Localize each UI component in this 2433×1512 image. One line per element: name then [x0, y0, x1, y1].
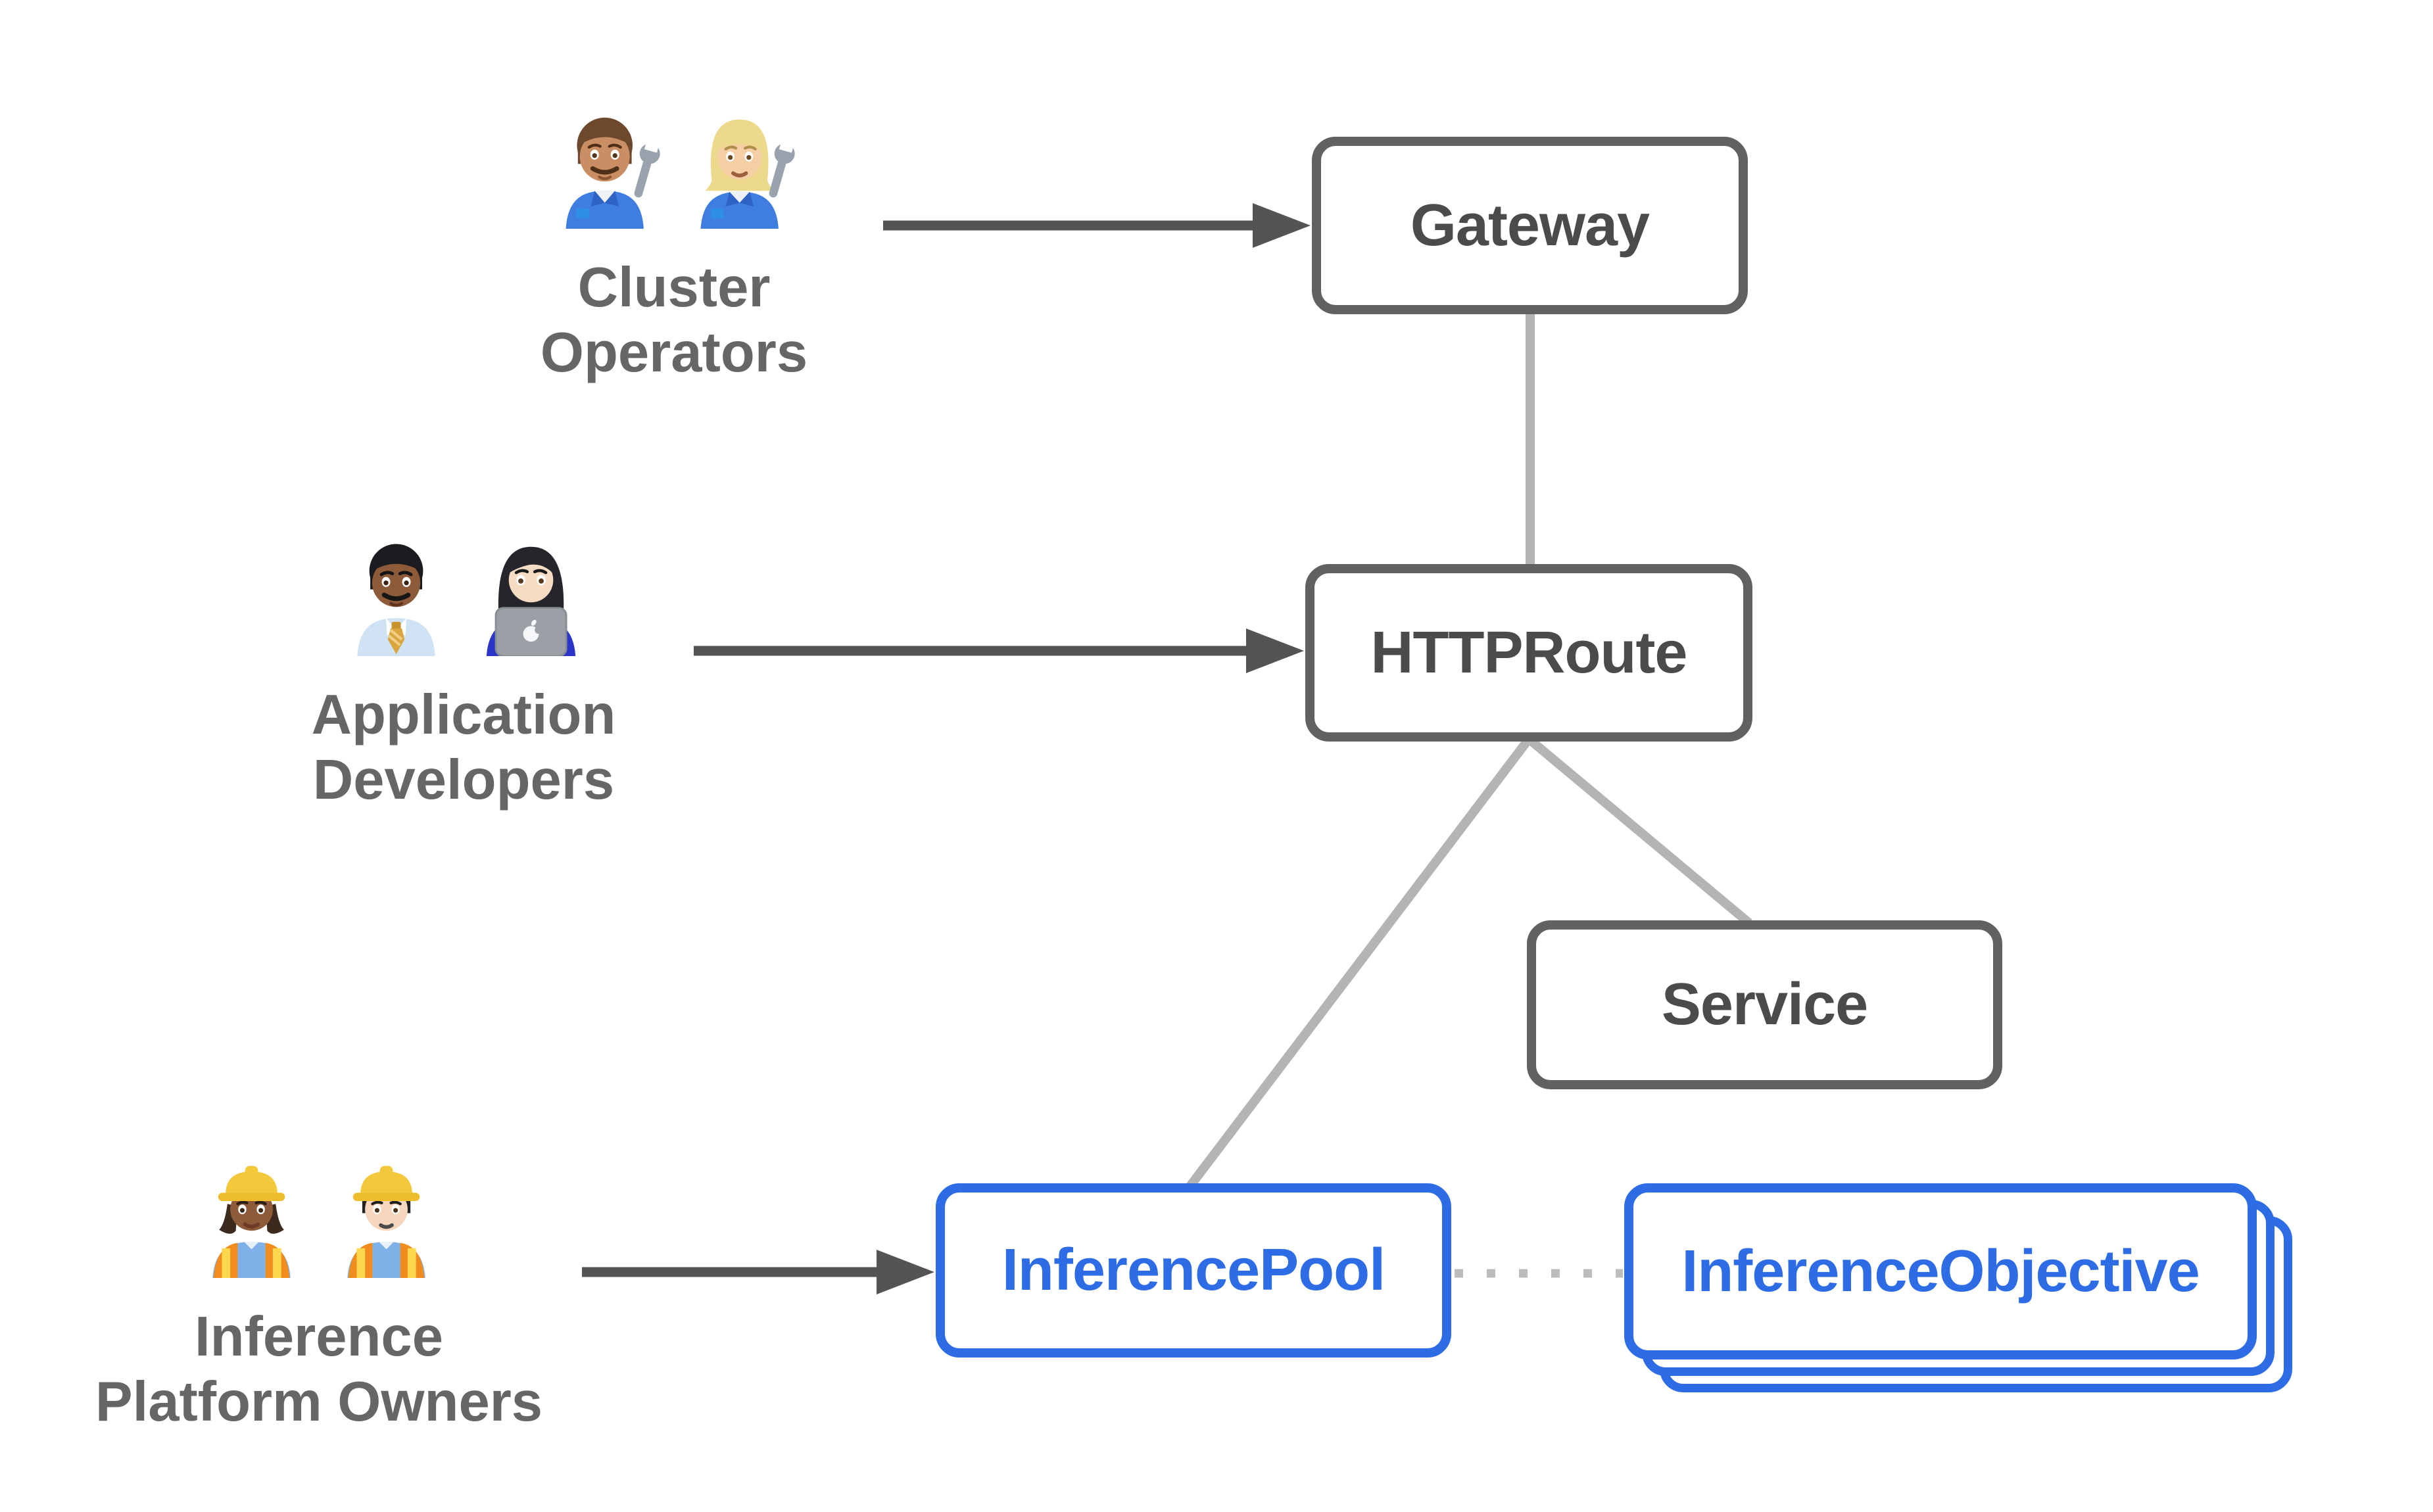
inferenceobjective-label: InferenceObjective	[1681, 1238, 2200, 1304]
node-service: Service	[1527, 920, 2002, 1089]
man-mechanic-emoji	[551, 106, 662, 229]
woman-technologist-emoji	[475, 534, 587, 656]
inference-platform-owners-emoji-row	[196, 1156, 442, 1278]
persona-application-developers: Application Developers	[256, 534, 671, 813]
line-httproute-to-inferencepool	[1186, 736, 1533, 1189]
application-developers-emoji-row	[341, 534, 587, 656]
application-developers-label: Application Developers	[311, 684, 616, 812]
node-httproute: HTTPRoute	[1305, 564, 1752, 742]
woman-mechanic-emoji	[686, 106, 797, 229]
inference-platform-owners-label: Inference Platform Owners	[95, 1306, 543, 1434]
node-inferenceobjective: InferenceObjective	[1624, 1183, 2257, 1359]
gateway-label: Gateway	[1410, 192, 1650, 258]
persona-cluster-operators: Cluster Operators	[503, 106, 845, 386]
man-office-worker-emoji	[341, 534, 452, 656]
man-construction-worker-emoji	[331, 1156, 442, 1278]
service-label: Service	[1661, 972, 1868, 1037]
cluster-operators-label: Cluster Operators	[540, 256, 808, 385]
httproute-label: HTTPRoute	[1370, 619, 1688, 686]
arrow-cluster-operators-to-gateway	[883, 203, 1311, 248]
persona-inference-platform-owners: Inference Platform Owners	[85, 1156, 552, 1435]
line-httproute-to-service	[1526, 735, 1752, 927]
woman-construction-worker-emoji	[196, 1156, 307, 1278]
inferencepool-label: InferencePool	[1001, 1237, 1385, 1303]
arrow-application-developers-to-httproute	[694, 628, 1304, 673]
cluster-operators-emoji-row	[551, 106, 797, 229]
arrow-inference-platform-owners-to-inferencepool	[582, 1250, 934, 1294]
node-inferencepool: InferencePool	[936, 1183, 1451, 1358]
node-gateway: Gateway	[1312, 137, 1748, 314]
